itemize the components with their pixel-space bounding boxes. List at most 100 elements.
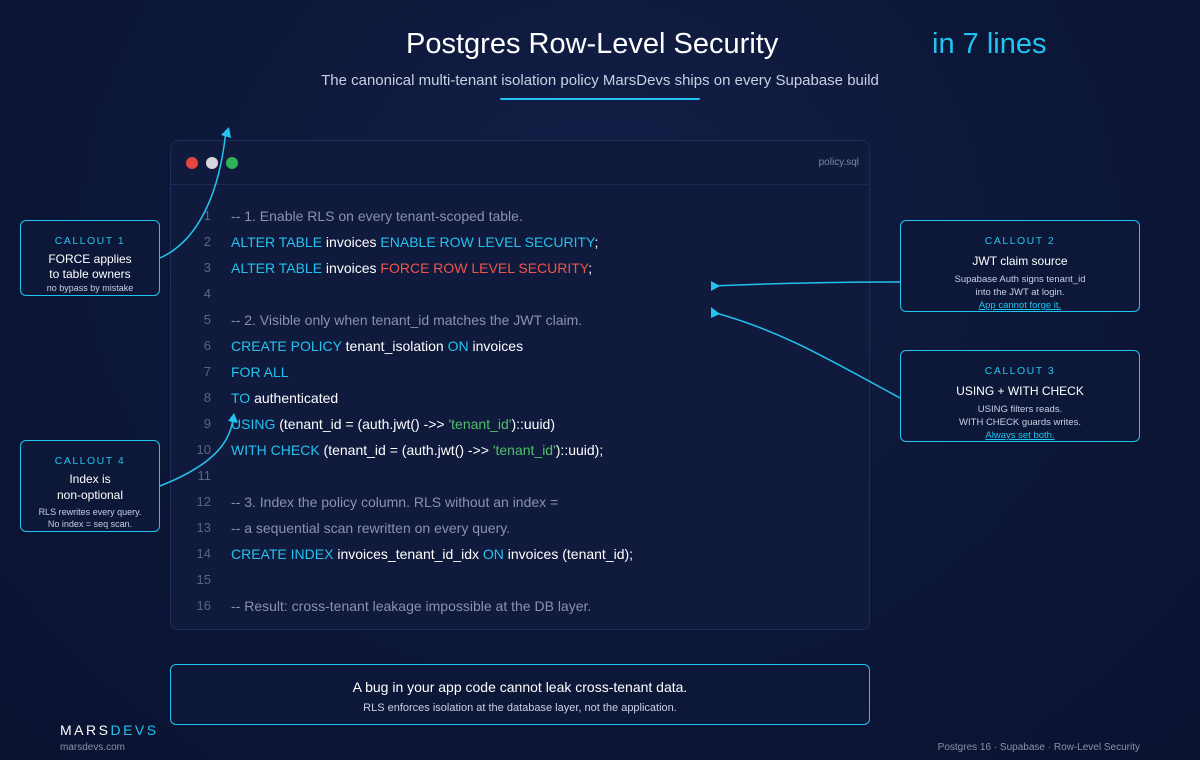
summary-banner: A bug in your app code cannot leak cross…	[170, 664, 870, 725]
line-number: 16	[196, 598, 211, 613]
code-token: invoices	[468, 338, 524, 354]
callout-2-head: CALLOUT 2	[984, 235, 1056, 247]
code-window: policy.sql 1 -- 1. Enable RLS on every te…	[170, 140, 870, 630]
line-text: WITH CHECK (tenant_id = (auth.jwt() ->> …	[231, 437, 603, 463]
callout-4-note2: No index = seq scan.	[47, 519, 133, 529]
callout-2: CALLOUT 2 JWT claim source Supabase Auth…	[900, 220, 1140, 312]
code-token: (tenant_id = (auth.jwt() ->>	[275, 416, 449, 432]
line-number: 15	[196, 572, 211, 587]
line-text: -- Result: cross-tenant leakage impossib…	[231, 593, 591, 619]
callout-4-line1: Index is	[69, 472, 111, 486]
title-main: Postgres Row-Level Security	[406, 28, 779, 60]
title-accent: in 7 lines	[932, 28, 1047, 60]
code-token: FOR ALL	[231, 364, 289, 380]
line-number: 6	[203, 338, 211, 353]
code-token: -- 2. Visible only when tenant_id matche…	[231, 312, 583, 328]
title-underline	[500, 98, 700, 100]
code-line: 1 -- 1. Enable RLS on every tenant-scoped…	[171, 203, 869, 229]
line-text: TO authenticated	[231, 385, 338, 411]
line-number: 8	[203, 390, 211, 405]
brand-logo-b: DEVS	[110, 722, 159, 738]
footer-meta: Postgres 16 · Supabase · Row-Level Secur…	[937, 742, 1140, 753]
code-token: CREATE POLICY	[231, 338, 342, 354]
code-token: TO	[231, 390, 251, 406]
code-token: -- Result: cross-tenant leakage impossib…	[231, 598, 592, 614]
callout-3-title: USING + WITH CHECK	[956, 384, 1084, 398]
code-token: USING	[231, 416, 276, 432]
banner-headline: A bug in your app code cannot leak cross…	[352, 679, 688, 695]
code-token: tenant_isolation	[341, 338, 448, 354]
code-token: 'tenant_id'	[492, 442, 556, 458]
code-token: 'tenant_id'	[448, 416, 512, 432]
code-line: 11	[171, 463, 869, 489]
callout-1-line1: FORCE applies	[48, 252, 132, 266]
code-token: CREATE INDEX	[231, 546, 334, 562]
callout-1: CALLOUT 1 FORCE applies to table owners …	[20, 220, 160, 296]
page-subtitle: The canonical multi-tenant isolation pol…	[321, 72, 879, 89]
arrowhead-callout-1	[221, 127, 231, 138]
code-token: ;	[594, 234, 599, 250]
callout-4-note1: RLS rewrites every query.	[38, 507, 142, 517]
code-token: -- 1. Enable RLS on every tenant-scoped …	[231, 208, 523, 224]
code-line: 3 ALTER TABLE invoices FORCE ROW LEVEL SE…	[171, 255, 869, 281]
callout-2-line1: Supabase Auth signs tenant_id	[954, 274, 1086, 285]
line-number: 5	[203, 312, 211, 327]
callout-2-line2: into the JWT at login.	[975, 287, 1065, 298]
code-line: 4	[171, 281, 869, 307]
code-line: 5 -- 2. Visible only when tenant_id match…	[171, 307, 869, 333]
line-text: -- 1. Enable RLS on every tenant-scoped …	[231, 203, 523, 229]
code-token: invoices (tenant_id);	[503, 546, 634, 562]
code-line: 6 CREATE POLICY tenant_isolation ON invoi…	[171, 333, 869, 359]
line-text: -- 2. Visible only when tenant_id matche…	[231, 307, 582, 333]
code-token: ALTER TABLE	[231, 234, 323, 250]
line-number: 1	[203, 208, 211, 223]
code-token: (tenant_id = (auth.jwt() ->>	[319, 442, 493, 458]
line-number: 14	[196, 546, 211, 561]
page-title: Postgres Row-Level Security in 7 lines	[0, 28, 1200, 68]
code-line: 12-- 3. Index the policy column. RLS wit…	[171, 489, 869, 515]
line-text: ALTER TABLE invoices FORCE ROW LEVEL SEC…	[231, 255, 592, 281]
line-number: 3	[203, 260, 211, 275]
code-body: 1 -- 1. Enable RLS on every tenant-scoped…	[171, 203, 869, 619]
line-number: 13	[196, 520, 211, 535]
line-text: FOR ALL	[231, 359, 289, 385]
code-token: ON	[447, 338, 469, 354]
callout-3-link[interactable]: Always set both.	[985, 430, 1055, 441]
callout-1-head: CALLOUT 1	[54, 235, 126, 247]
line-text: CREATE INDEX invoices_tenant_id_idx ON i…	[231, 541, 633, 567]
code-token: ALTER TABLE	[231, 260, 323, 276]
code-line: 16 -- Result: cross-tenant leakage imposs…	[171, 593, 869, 619]
callout-2-link[interactable]: App cannot forge it.	[978, 300, 1062, 311]
callout-4-line2: non-optional	[56, 488, 124, 502]
callout-1-line2: to table owners	[49, 267, 131, 281]
code-line: 13 -- a sequential scan rewritten on ever…	[171, 515, 869, 541]
callout-3-line1: USING filters reads.	[977, 404, 1063, 415]
brand-site[interactable]: marsdevs.com	[60, 742, 126, 753]
brand-logo-a: MARS	[60, 722, 111, 738]
line-number: 10	[196, 442, 211, 457]
line-number: 2	[203, 234, 211, 249]
code-token: ENABLE ROW LEVEL SECURITY	[380, 234, 595, 250]
code-line: 8 TO authenticated	[171, 385, 869, 411]
line-number: 7	[203, 364, 211, 379]
minimize-dot-icon	[206, 157, 218, 169]
callout-3-head: CALLOUT 3	[984, 365, 1056, 377]
close-dot-icon	[186, 157, 198, 169]
window-titlebar: policy.sql	[171, 141, 869, 185]
code-token: -- a sequential scan rewritten on every …	[231, 520, 511, 536]
code-token: )::uuid)	[511, 416, 556, 432]
callout-4: CALLOUT 4 Index is non-optional RLS rewr…	[20, 440, 160, 532]
callout-3-line2: WITH CHECK guards writes.	[959, 417, 1081, 428]
line-text: -- 3. Index the policy column. RLS witho…	[231, 489, 558, 515]
line-number: 4	[203, 286, 211, 301]
callout-1-note: no bypass by mistake	[46, 283, 134, 293]
line-number: 9	[203, 416, 211, 431]
code-token: invoices	[322, 260, 381, 276]
line-text: CREATE POLICY tenant_isolation ON invoic…	[231, 333, 523, 359]
code-token: ;	[588, 260, 593, 276]
callout-2-title: JWT claim source	[972, 254, 1068, 268]
code-token: authenticated	[250, 390, 339, 406]
callout-4-head: CALLOUT 4	[54, 455, 126, 467]
line-text: USING (tenant_id = (auth.jwt() ->> 'tena…	[231, 411, 555, 437]
